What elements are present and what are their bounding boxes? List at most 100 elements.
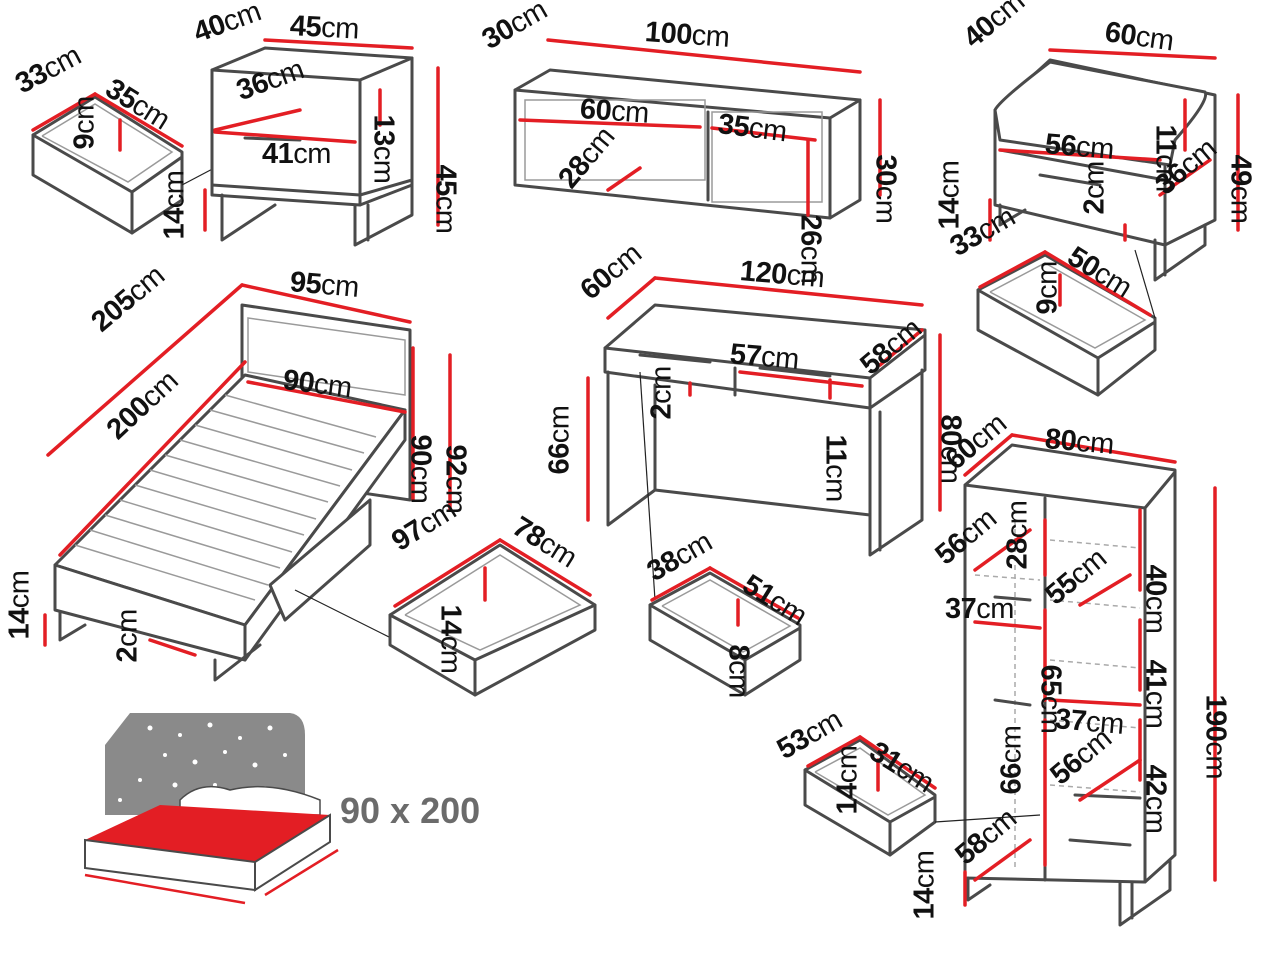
- dimension-value: 90: [404, 434, 437, 466]
- dimension-unit: cm: [429, 195, 462, 234]
- dimension-label-desk: 2cm: [646, 366, 678, 419]
- dimension-value: 65: [1034, 664, 1067, 696]
- dimension-value: 41: [1139, 659, 1172, 691]
- dimension-unit: cm: [610, 95, 650, 130]
- dimension-unit: cm: [320, 11, 360, 46]
- dimension-unit: cm: [933, 160, 966, 199]
- wardrobe-drawer-drawing: [803, 735, 1041, 857]
- dimension-value: 66: [543, 443, 576, 475]
- dimension-unit: cm: [785, 259, 826, 295]
- bed-drawer-drawing: [388, 538, 597, 697]
- dimension-label-nightstand: 14cm: [158, 170, 191, 240]
- dimension-label-bed: 90cm: [404, 434, 437, 504]
- dimension-unit: cm: [831, 745, 864, 784]
- dimension-label-wardrobe: 37cm: [945, 595, 1014, 624]
- dimension-unit: cm: [1001, 500, 1034, 539]
- wardrobe-drawing: [963, 433, 1217, 927]
- dimension-unit: cm: [722, 660, 755, 698]
- dimension-label-wardrobe: 190cm: [1199, 695, 1232, 780]
- mattress-size-icon: [84, 713, 339, 905]
- dimension-value: 45: [429, 164, 462, 196]
- dimension-value: 14: [158, 208, 191, 240]
- dimension-label-dresser: 56cm: [1043, 128, 1115, 166]
- dimension-label-tv-bench: 30cm: [869, 155, 902, 224]
- dimension-label-desk: 57cm: [728, 338, 801, 376]
- dimension-label-bed: 14cm: [3, 570, 36, 640]
- dimension-value: 56: [1043, 128, 1078, 163]
- dimension-value: 35: [716, 108, 752, 144]
- dimension-value: 8: [722, 644, 755, 661]
- dimension-unit: cm: [747, 111, 789, 149]
- dresser-drawing: [988, 48, 1240, 282]
- dimension-value: 2: [1078, 198, 1111, 215]
- dimension-unit: cm: [68, 96, 101, 134]
- dimension-unit: cm: [819, 464, 852, 502]
- dimension-value: 57: [728, 338, 763, 373]
- dimension-label-nightstand-drawer: 9cm: [68, 96, 101, 149]
- dimension-value: 60: [1102, 16, 1139, 53]
- desk-drawer-drawing: [648, 566, 802, 697]
- dimension-value: 13: [367, 114, 400, 146]
- dimension-value: 90: [281, 364, 317, 400]
- dimension-label-wardrobe: 14cm: [908, 851, 941, 920]
- dimension-unit: cm: [869, 185, 902, 224]
- dimension-unit: cm: [404, 465, 437, 504]
- dimension-label-desk-drawer: 8cm: [722, 644, 755, 698]
- dimension-unit: cm: [1078, 161, 1111, 199]
- dimension-value: 95: [288, 266, 323, 301]
- dimension-unit: cm: [1199, 741, 1232, 780]
- dimension-value: 14: [831, 783, 864, 815]
- dimension-value: 120: [738, 255, 789, 292]
- dimension-unit: cm: [158, 170, 191, 209]
- dimension-value: 26: [794, 214, 827, 246]
- dimension-label-nightstand: 45cm: [289, 10, 360, 46]
- dimension-label-dresser: 2cm: [1078, 161, 1111, 215]
- dimension-label-tv-bench: 60cm: [579, 93, 650, 130]
- dimension-label-nightstand: 13cm: [367, 114, 400, 184]
- dimension-unit: cm: [319, 268, 361, 304]
- dimension-value: 41: [262, 138, 294, 170]
- dimension-unit: cm: [1139, 795, 1172, 834]
- dimension-value: 42: [1139, 764, 1172, 796]
- bed-size-label: 90 x 200: [340, 790, 481, 831]
- dimension-label-nightstand: 41cm: [262, 140, 331, 169]
- dimension-label-wardrobe: 40cm: [1139, 564, 1172, 634]
- dimension-value: 37: [945, 593, 977, 625]
- dimension-label-tv-bench: 100cm: [644, 16, 731, 54]
- dimension-label-dresser-drawer: 9cm: [1031, 261, 1064, 314]
- dimension-label-wardrobe: 42cm: [1139, 764, 1172, 834]
- dimension-label-wardrobe: 80cm: [1044, 423, 1116, 461]
- dimension-label-wardrobe: 66cm: [995, 726, 1028, 795]
- dimension-value: 2: [111, 646, 144, 663]
- dimension-unit: cm: [1031, 261, 1064, 299]
- dimension-value: 28: [1001, 538, 1034, 570]
- dimension-unit: cm: [976, 593, 1014, 625]
- dimension-value: 14: [3, 608, 36, 640]
- dimension-label-nightstand: 45cm: [429, 164, 462, 234]
- dimension-label-wardrobe: 41cm: [1139, 659, 1172, 729]
- dimension-unit: cm: [3, 570, 36, 609]
- dimension-unit: cm: [1074, 425, 1116, 461]
- bed-slats: [74, 394, 377, 601]
- dimension-label-dresser: 49cm: [1224, 154, 1257, 224]
- bed-drawing: [43, 283, 452, 682]
- dimension-value: 14: [908, 888, 941, 920]
- dimension-value: 40: [1139, 564, 1172, 596]
- dimension-label-desk: 120cm: [738, 255, 826, 295]
- dimension-unit: cm: [1133, 20, 1176, 58]
- dimension-unit: cm: [1139, 595, 1172, 634]
- dimension-label-bed-drawer: 14cm: [435, 605, 467, 674]
- dimension-unit: cm: [111, 609, 144, 647]
- stars-decoration: [118, 722, 287, 802]
- dimension-value: 66: [995, 763, 1028, 795]
- dimension-value: 45: [289, 10, 323, 44]
- dimension-unit: cm: [759, 340, 801, 376]
- dimension-label-bed: 95cm: [288, 266, 361, 304]
- nightstand-drawer-drawing: [31, 92, 221, 235]
- desk-drawing: [586, 276, 942, 601]
- dimension-label-wardrobe: 28cm: [1001, 500, 1034, 570]
- dimension-label-wardrobe-drawer: 14cm: [831, 745, 864, 815]
- dimension-value: 49: [1224, 154, 1257, 186]
- dimension-label-desk: 11cm: [819, 435, 852, 502]
- dimension-label-dresser: 14cm: [933, 160, 966, 230]
